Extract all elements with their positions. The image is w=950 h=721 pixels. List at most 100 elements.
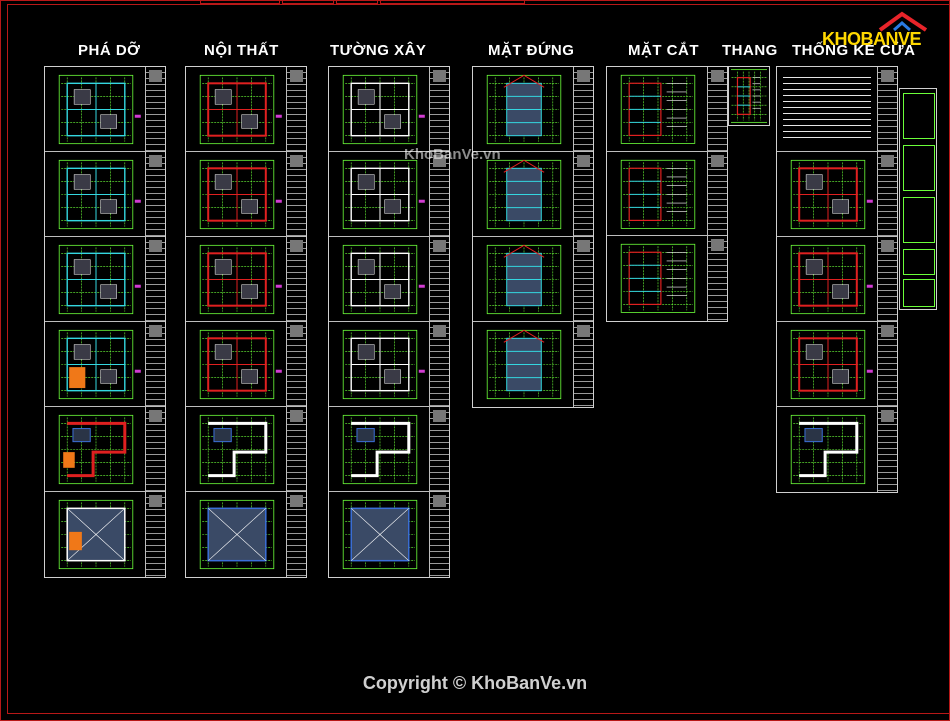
- column-title-thang[interactable]: THANG: [722, 42, 778, 59]
- title-block: [707, 67, 727, 151]
- title-block: [286, 67, 306, 151]
- top-tab-right: [336, 0, 378, 4]
- drawing-sheet-pha-do-2[interactable]: [45, 152, 165, 237]
- drawing-sheet-mat-cat-1[interactable]: [607, 67, 727, 152]
- drawing-sheet-pha-do-4[interactable]: [45, 322, 165, 407]
- cad-drawing-section: [731, 69, 767, 123]
- door-detail-strip[interactable]: [899, 88, 937, 310]
- floor-plan: [783, 156, 873, 232]
- sheet-column-thang[interactable]: [728, 66, 770, 126]
- cad-drawing-walls: [342, 414, 418, 485]
- sheet-column-thong-ke-cua[interactable]: [776, 66, 898, 493]
- floor-plan: [51, 156, 141, 232]
- door-detail-1: [903, 93, 935, 139]
- drawing-sheet-tuong-xay-6[interactable]: [329, 492, 449, 577]
- drawing-sheet-mat-dung-4[interactable]: [473, 322, 593, 407]
- drawing-sheet-tuong-xay-1[interactable]: [329, 67, 449, 152]
- column-title-mat-dung[interactable]: MẶT ĐỨNG: [488, 42, 575, 59]
- drawing-sheet-mat-cat-2[interactable]: [607, 151, 727, 237]
- title-block: [707, 236, 727, 321]
- drawing-sheet-noi-that-5[interactable]: [186, 407, 306, 492]
- drawing-sheet-noi-that-3[interactable]: [186, 237, 306, 322]
- cad-drawing-interior: [790, 329, 873, 400]
- drawing-sheet-mat-dung-3[interactable]: [473, 237, 593, 322]
- drawing-sheet-tuong-xay-5[interactable]: [329, 407, 449, 492]
- column-title-mat-cat[interactable]: MẶT CẮT: [628, 42, 699, 59]
- drawing-sheet-tuong-xay-4[interactable]: [329, 322, 449, 407]
- title-block: [286, 322, 306, 406]
- floor-plan: [613, 240, 703, 317]
- title-block: [877, 322, 897, 406]
- floor-plan: [192, 411, 282, 487]
- drawing-sheet-thong-ke-cua-5[interactable]: [777, 407, 897, 492]
- cad-drawing-elevation: [486, 74, 562, 145]
- sheet-column-mat-cat[interactable]: [606, 66, 728, 322]
- floor-plan: [335, 496, 425, 573]
- title-block: [145, 67, 165, 151]
- door-detail-2: [903, 145, 935, 191]
- drawing-sheet-noi-that-1[interactable]: [186, 67, 306, 152]
- floor-plan: [192, 156, 282, 232]
- khobanve-logo[interactable]: KHOBANVE: [810, 10, 940, 56]
- title-block: [429, 152, 449, 236]
- floor-plan: [783, 241, 873, 317]
- title-block: [573, 152, 593, 236]
- floor-plan: [192, 326, 282, 402]
- floor-plan: [479, 71, 569, 147]
- drawing-sheet-thong-ke-cua-3[interactable]: [777, 237, 897, 322]
- sheet-column-mat-dung[interactable]: [472, 66, 594, 408]
- drawing-sheet-pha-do-1[interactable]: [45, 67, 165, 152]
- cad-drawing-walls: [342, 74, 425, 145]
- column-title-tuong-xay[interactable]: TƯỜNG XÂY: [330, 42, 427, 59]
- title-block: [286, 407, 306, 491]
- cad-drawing-demolition: [58, 414, 134, 485]
- floor-plan: [335, 156, 425, 232]
- drawing-sheet-mat-dung-2[interactable]: [473, 152, 593, 237]
- title-block: [573, 322, 593, 407]
- floor-plan: [335, 241, 425, 317]
- column-title-noi-that[interactable]: NỘI THẤT: [204, 42, 279, 59]
- drawing-sheet-tuong-xay-3[interactable]: [329, 237, 449, 322]
- cad-drawing-walls: [342, 244, 425, 315]
- drawing-sheet-pha-do-6[interactable]: [45, 492, 165, 577]
- drawing-sheet-thong-ke-cua-2[interactable]: [777, 152, 897, 237]
- floor-plan: [192, 241, 282, 317]
- drawing-sheet-noi-that-4[interactable]: [186, 322, 306, 407]
- floor-plan: [613, 71, 703, 147]
- cad-drawing-elevation: [486, 159, 562, 230]
- floor-plan: [51, 71, 141, 147]
- floor-plan: [51, 241, 141, 317]
- cad-drawing-interior: [199, 329, 282, 400]
- floor-plan: [192, 496, 282, 573]
- drawing-sheet-tuong-xay-2[interactable]: [329, 152, 449, 237]
- copyright-text: Copyright © KhoBanVe.vn: [362, 673, 588, 693]
- door-schedule-table: [783, 77, 871, 139]
- sheet-column-noi-that[interactable]: [185, 66, 307, 578]
- drawing-sheet-mat-cat-3[interactable]: [607, 236, 727, 321]
- drawing-sheet-noi-that-2[interactable]: [186, 152, 306, 237]
- cad-drawing-demolition: [58, 244, 141, 315]
- drawing-sheet-mat-dung-1[interactable]: [473, 67, 593, 152]
- drawing-sheet-pha-do-3[interactable]: [45, 237, 165, 322]
- cad-drawing-interior: [199, 244, 282, 315]
- cad-drawing-elevation: [486, 329, 562, 400]
- drawing-sheet-thong-ke-cua-4[interactable]: [777, 322, 897, 407]
- cad-drawing-demolition: [58, 499, 134, 570]
- sheet-column-pha-do[interactable]: [44, 66, 166, 578]
- drawing-sheet-thong-ke-cua-1[interactable]: [777, 67, 897, 152]
- drawing-sheet-thang-1[interactable]: [729, 67, 769, 125]
- title-block: [877, 237, 897, 321]
- title-block: [429, 67, 449, 151]
- floor-plan: [479, 326, 569, 403]
- column-title-pha-do[interactable]: PHÁ DỠ: [78, 42, 141, 59]
- sheet-column-tuong-xay[interactable]: [328, 66, 450, 578]
- door-detail-3: [903, 197, 935, 243]
- cad-drawing-elevation: [486, 244, 562, 315]
- drawing-sheet-noi-that-6[interactable]: [186, 492, 306, 577]
- drawing-sheet-pha-do-5[interactable]: [45, 407, 165, 492]
- cad-drawing-interior: [790, 159, 873, 230]
- floor-plan: [335, 411, 425, 487]
- title-block: [573, 237, 593, 321]
- floor-plan: [51, 496, 141, 573]
- column-title-thong-ke-cua[interactable]: THỐNG KÊ CỬA: [792, 42, 916, 59]
